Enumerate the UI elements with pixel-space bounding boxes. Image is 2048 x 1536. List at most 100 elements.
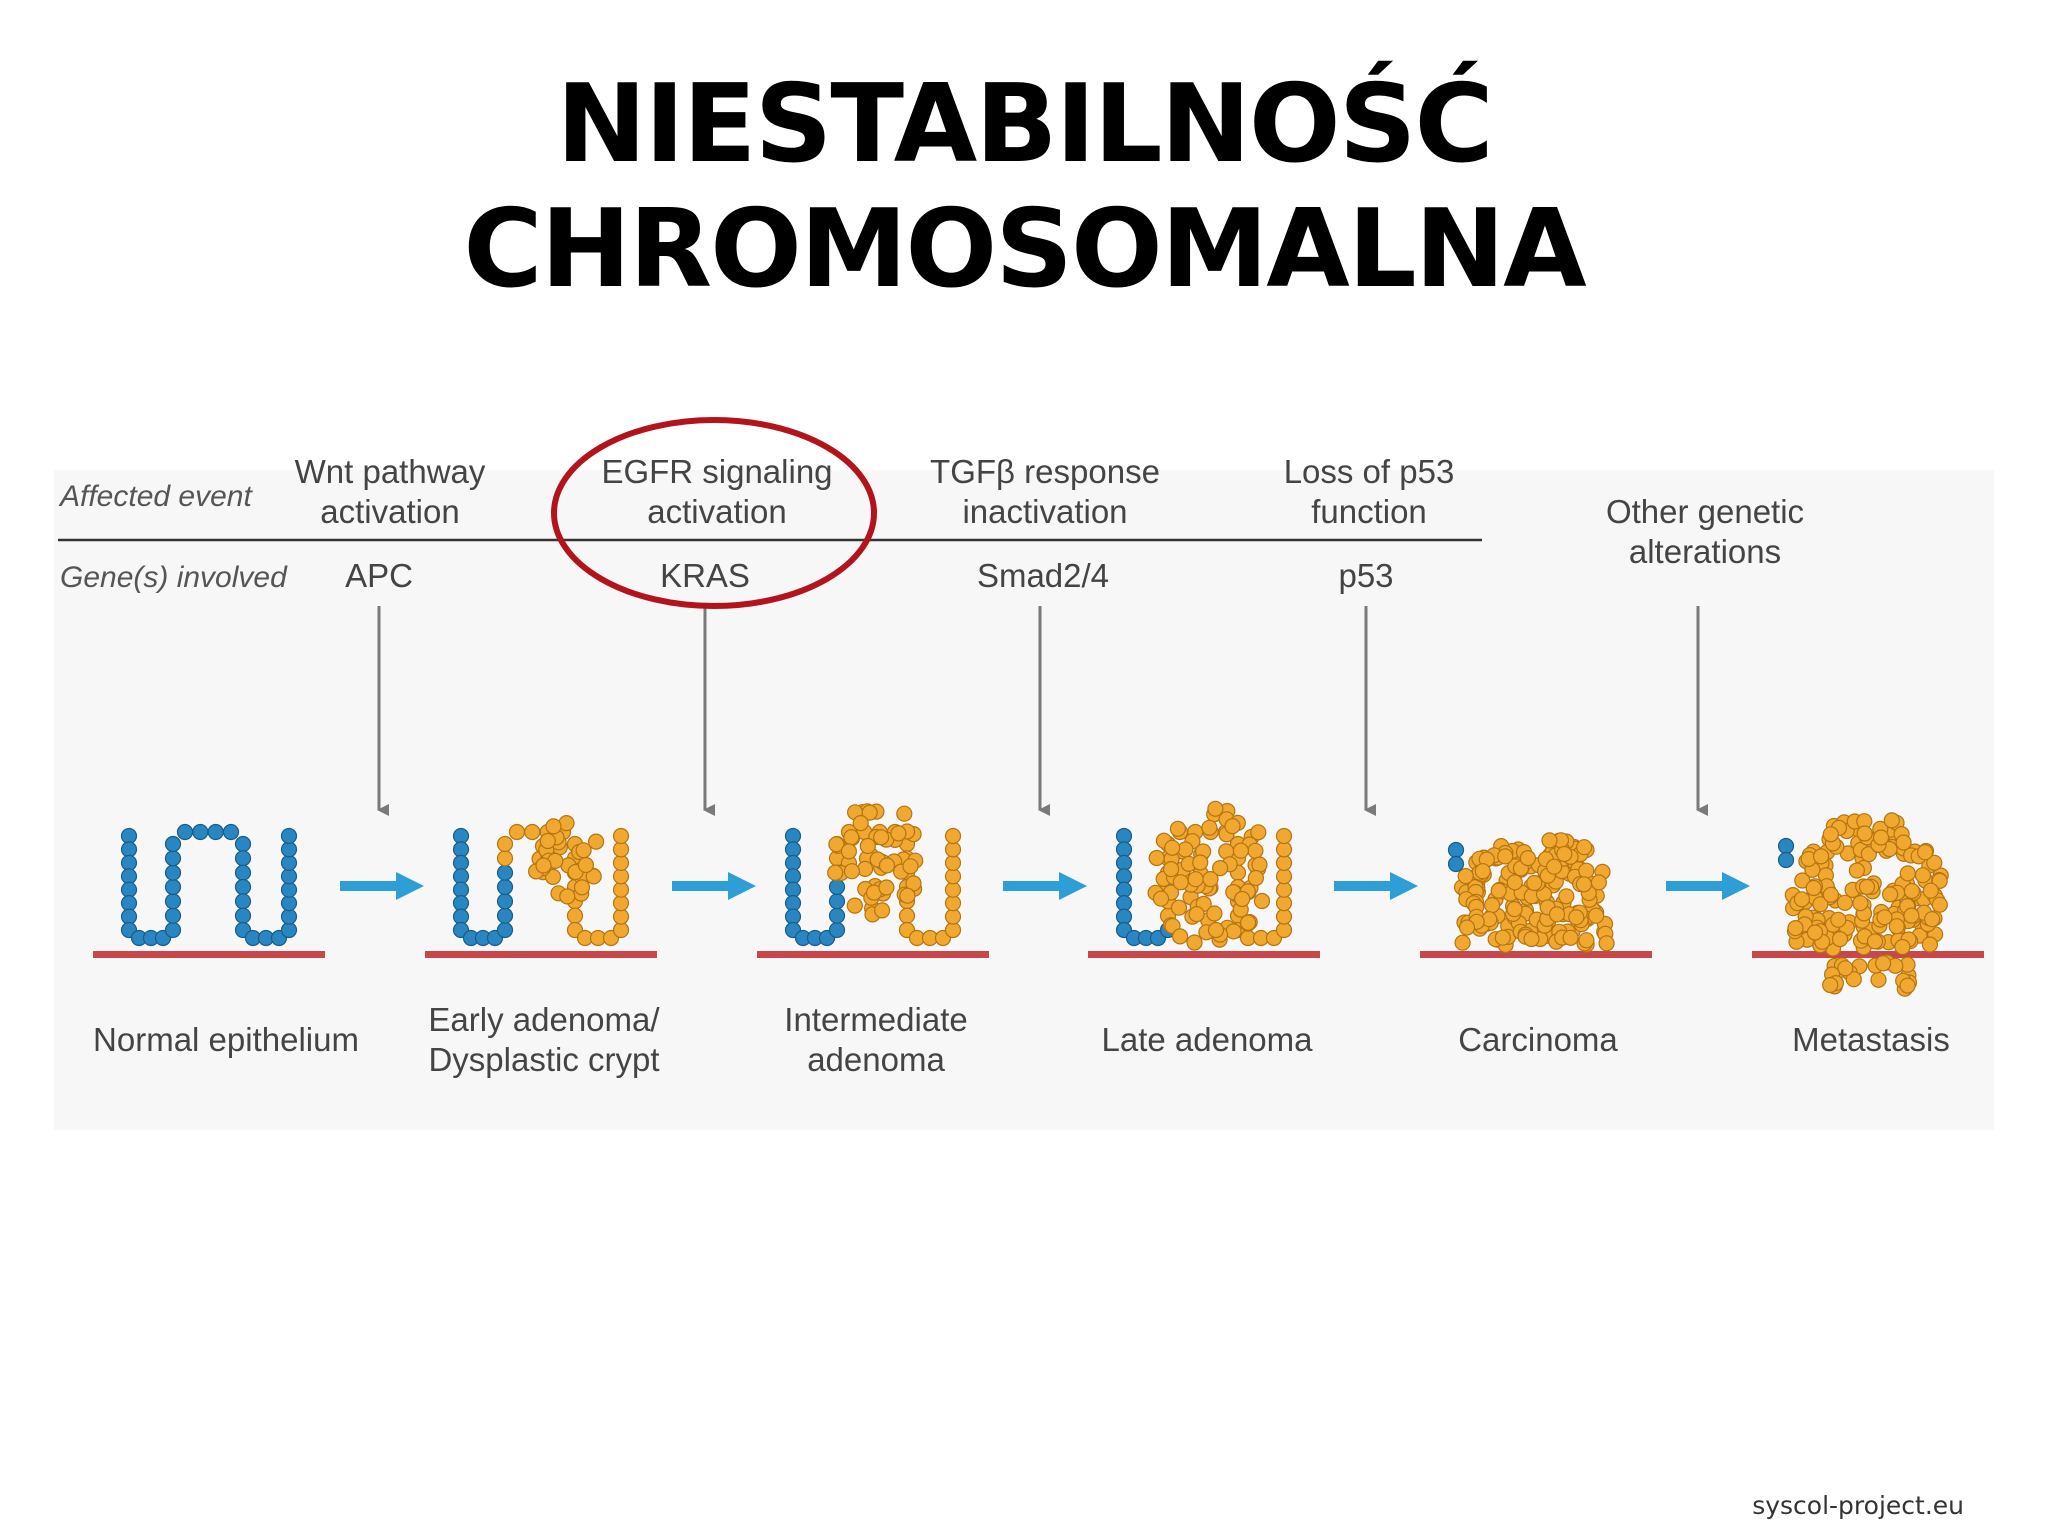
tumor-cell bbox=[1921, 936, 1939, 953]
epithelial-cell bbox=[612, 868, 630, 885]
epithelial-cell bbox=[784, 841, 802, 858]
tumor-cell bbox=[1894, 938, 1911, 956]
tumor-cell bbox=[896, 805, 913, 822]
epithelial-cell bbox=[1115, 841, 1133, 858]
epithelial-cell bbox=[944, 868, 962, 885]
tumor-cell bbox=[575, 842, 592, 859]
tumor-cell bbox=[1490, 882, 1507, 899]
stage-line2: Dysplastic crypt bbox=[428, 1041, 660, 1078]
event-line1: Wnt pathway bbox=[294, 453, 486, 490]
page-title: NIESTABILNOŚĆ CHROMOSOMALNA bbox=[463, 62, 1586, 312]
tumor-cell bbox=[1187, 871, 1204, 888]
epithelial-cell bbox=[1275, 921, 1293, 939]
epithelial-cell bbox=[784, 868, 802, 885]
tumor-cell bbox=[1858, 878, 1876, 896]
tumor-cell bbox=[1541, 832, 1558, 849]
tumor-cell bbox=[545, 818, 562, 835]
epithelial-cell bbox=[452, 854, 470, 872]
epithelial-cell bbox=[944, 881, 962, 898]
tumor-cell bbox=[1903, 882, 1921, 900]
epithelial-cell bbox=[234, 835, 252, 853]
tumor-cell bbox=[1457, 867, 1474, 885]
tumor-cell bbox=[1162, 860, 1180, 878]
epithelial-cell bbox=[1275, 854, 1293, 872]
tumor-cell bbox=[878, 857, 896, 874]
tumor-cell bbox=[1164, 839, 1181, 856]
epithelial-cell bbox=[164, 835, 182, 853]
tumor-cell bbox=[1806, 924, 1824, 941]
tumor-cell bbox=[1923, 911, 1941, 928]
tumor-cell bbox=[878, 879, 895, 896]
tumor-cell bbox=[1805, 879, 1822, 897]
affected-event-label: Affected event bbox=[60, 480, 252, 513]
tumor-cell bbox=[1247, 869, 1265, 887]
epithelial-cell bbox=[496, 921, 514, 939]
tumor-cell bbox=[1239, 914, 1257, 931]
tumor-cell bbox=[1206, 905, 1223, 922]
tumor-cell bbox=[872, 829, 890, 846]
tumor-cell bbox=[1188, 905, 1205, 923]
tumor-cell bbox=[1888, 918, 1905, 935]
epithelial-cell bbox=[1275, 881, 1293, 898]
tumor-cell bbox=[1558, 888, 1575, 905]
tumor-cell bbox=[1250, 824, 1267, 841]
epithelial-cell bbox=[164, 850, 182, 867]
tumor-cell bbox=[1225, 923, 1242, 940]
epithelial-cell bbox=[234, 878, 252, 896]
gene-kras: KRAS bbox=[660, 557, 750, 594]
tumor-cell bbox=[1926, 854, 1943, 871]
epithelial-cell bbox=[1275, 908, 1293, 925]
epithelial-cell bbox=[828, 878, 846, 896]
tumor-cell bbox=[1787, 919, 1804, 937]
tumor-cell bbox=[1171, 928, 1189, 945]
event-egfr: EGFR signaling activation bbox=[567, 452, 867, 532]
tumor-cell bbox=[1872, 829, 1890, 846]
tumor-cell bbox=[1895, 834, 1912, 851]
epithelial-cell bbox=[1777, 851, 1795, 869]
tumor-cell bbox=[1812, 896, 1829, 913]
stage-line1: Normal epithelium bbox=[93, 1021, 359, 1058]
stage-metastasis: Metastasis bbox=[1711, 1020, 2031, 1060]
epithelial-cell bbox=[496, 893, 514, 910]
tumor-cell bbox=[1170, 899, 1188, 916]
epithelial-cell bbox=[944, 894, 962, 912]
epithelial-cell bbox=[120, 827, 138, 845]
epithelial-cell bbox=[234, 893, 252, 910]
progression-arrow-3 bbox=[1003, 872, 1087, 900]
tumor-cell bbox=[1899, 865, 1916, 882]
tumor-cell bbox=[856, 860, 874, 878]
tumor-cell bbox=[1497, 848, 1514, 865]
stage-line1: Metastasis bbox=[1792, 1021, 1950, 1058]
tumor-cell bbox=[1207, 800, 1224, 817]
stage-late-adenoma: Late adenoma bbox=[1047, 1020, 1367, 1060]
epithelial-cell bbox=[1115, 894, 1133, 912]
tumor-cell bbox=[1148, 849, 1165, 867]
tumor-cell bbox=[1922, 882, 1939, 899]
tumor-cell bbox=[1822, 826, 1839, 843]
epithelial-cell bbox=[508, 823, 526, 841]
epithelial-cell bbox=[612, 881, 630, 898]
tumor-cell bbox=[861, 804, 878, 821]
epithelial-cell bbox=[612, 921, 630, 939]
epithelial-cell bbox=[207, 823, 224, 841]
epithelial-cell bbox=[1275, 841, 1293, 858]
epithelial-cell bbox=[234, 907, 252, 924]
event-line2: alterations bbox=[1628, 533, 1782, 570]
epithelial-cell bbox=[280, 908, 298, 925]
epithelial-cell bbox=[784, 854, 802, 872]
epithelial-cell bbox=[164, 921, 182, 939]
epithelial-cell bbox=[192, 823, 209, 841]
tumor-cell bbox=[1836, 894, 1854, 911]
event-tgfb: TGFβ response inactivation bbox=[895, 452, 1195, 532]
tumor-cell bbox=[1201, 819, 1218, 836]
epithelial-cell bbox=[452, 841, 470, 858]
epithelial-cell bbox=[280, 868, 298, 885]
tumor-cell bbox=[852, 814, 869, 832]
stage-carcinoma: Carcinoma bbox=[1378, 1020, 1698, 1060]
event-line1: TGFβ response bbox=[930, 453, 1160, 490]
event-line2: function bbox=[1311, 493, 1427, 530]
tumor-cell bbox=[535, 857, 552, 874]
epithelial-cell bbox=[1275, 868, 1293, 885]
progression-arrow-4 bbox=[1334, 872, 1418, 900]
tumor-cell bbox=[1169, 820, 1187, 837]
